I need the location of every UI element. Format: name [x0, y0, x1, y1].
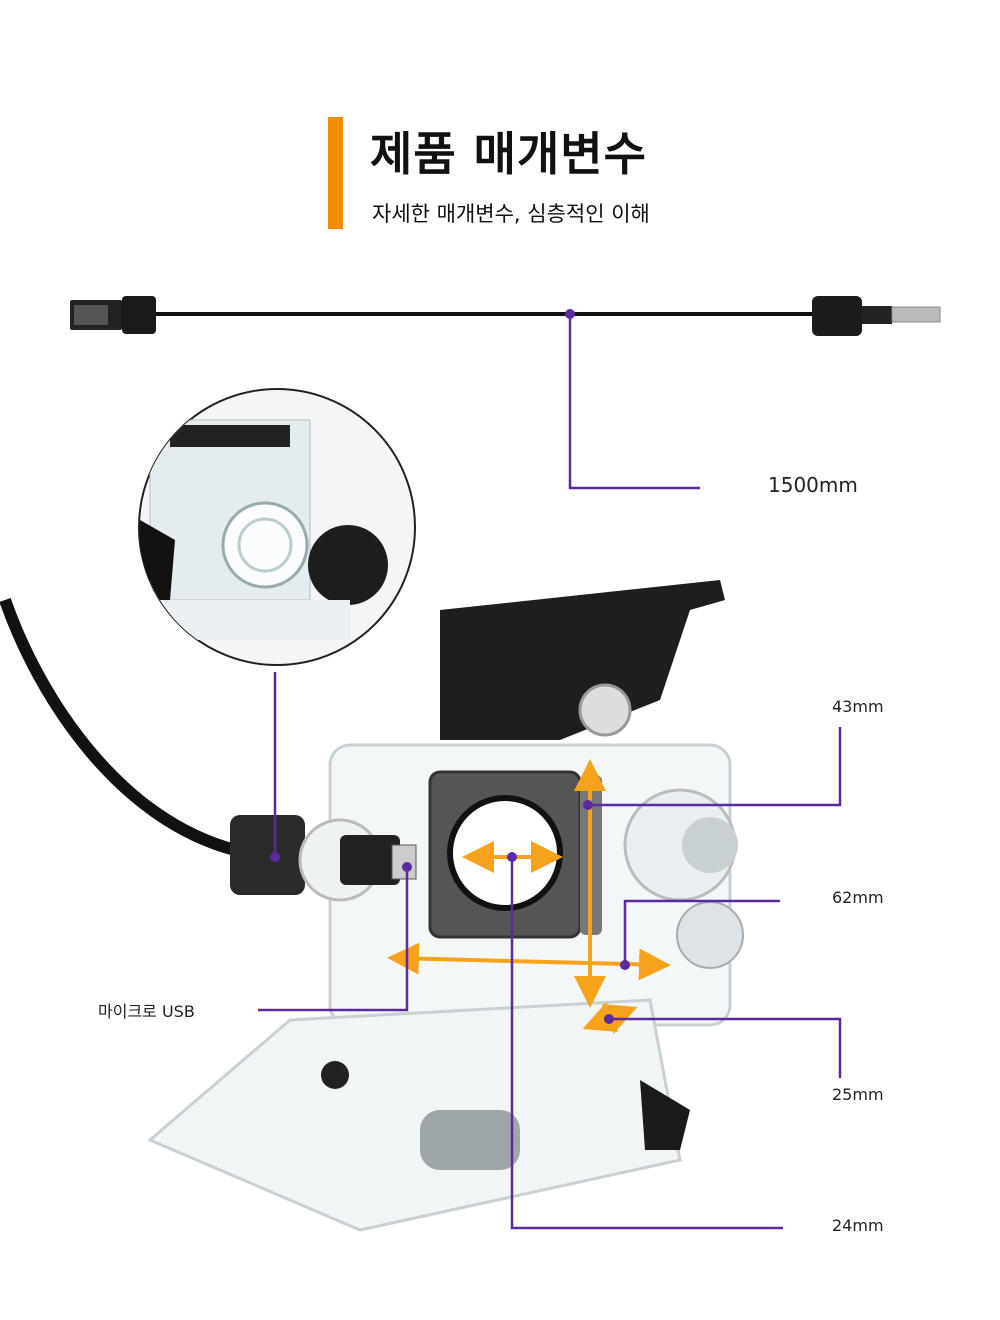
micro-usb-leader — [258, 867, 409, 1012]
depth-leader — [609, 1017, 842, 1078]
cable — [0, 598, 237, 856]
width-label: 62mm — [832, 888, 884, 907]
height-label: 43mm — [832, 697, 884, 716]
width-leader — [623, 899, 780, 965]
height-leader — [588, 727, 842, 807]
title-accent-bar — [328, 117, 343, 229]
cable-connector — [230, 815, 305, 895]
lens-opening-label: 24mm — [832, 1216, 884, 1235]
page-title: 제품 매개변수 — [370, 127, 647, 181]
leader-dot — [402, 862, 412, 872]
usb-cable — [70, 296, 941, 336]
leader-dot — [565, 309, 575, 319]
micro-usb-label: 마이크로 USB — [98, 1002, 195, 1021]
lens-leader — [510, 857, 783, 1230]
waterproof-housing — [147, 580, 744, 1232]
leader-dot — [620, 960, 630, 970]
cable-length-label: 1500mm — [768, 473, 858, 497]
leader-dot — [604, 1014, 614, 1024]
page-subtitle: 자세한 매개변수, 심층적인 이해 — [372, 202, 650, 226]
leader-dot — [507, 852, 517, 862]
depth-label: 25mm — [832, 1085, 884, 1104]
cable-length-leader — [568, 314, 700, 490]
leader-dot — [270, 852, 280, 862]
usb-port-detail-circle — [138, 388, 416, 666]
width-dimension-arrow — [387, 942, 671, 981]
leader-dot — [583, 800, 593, 810]
